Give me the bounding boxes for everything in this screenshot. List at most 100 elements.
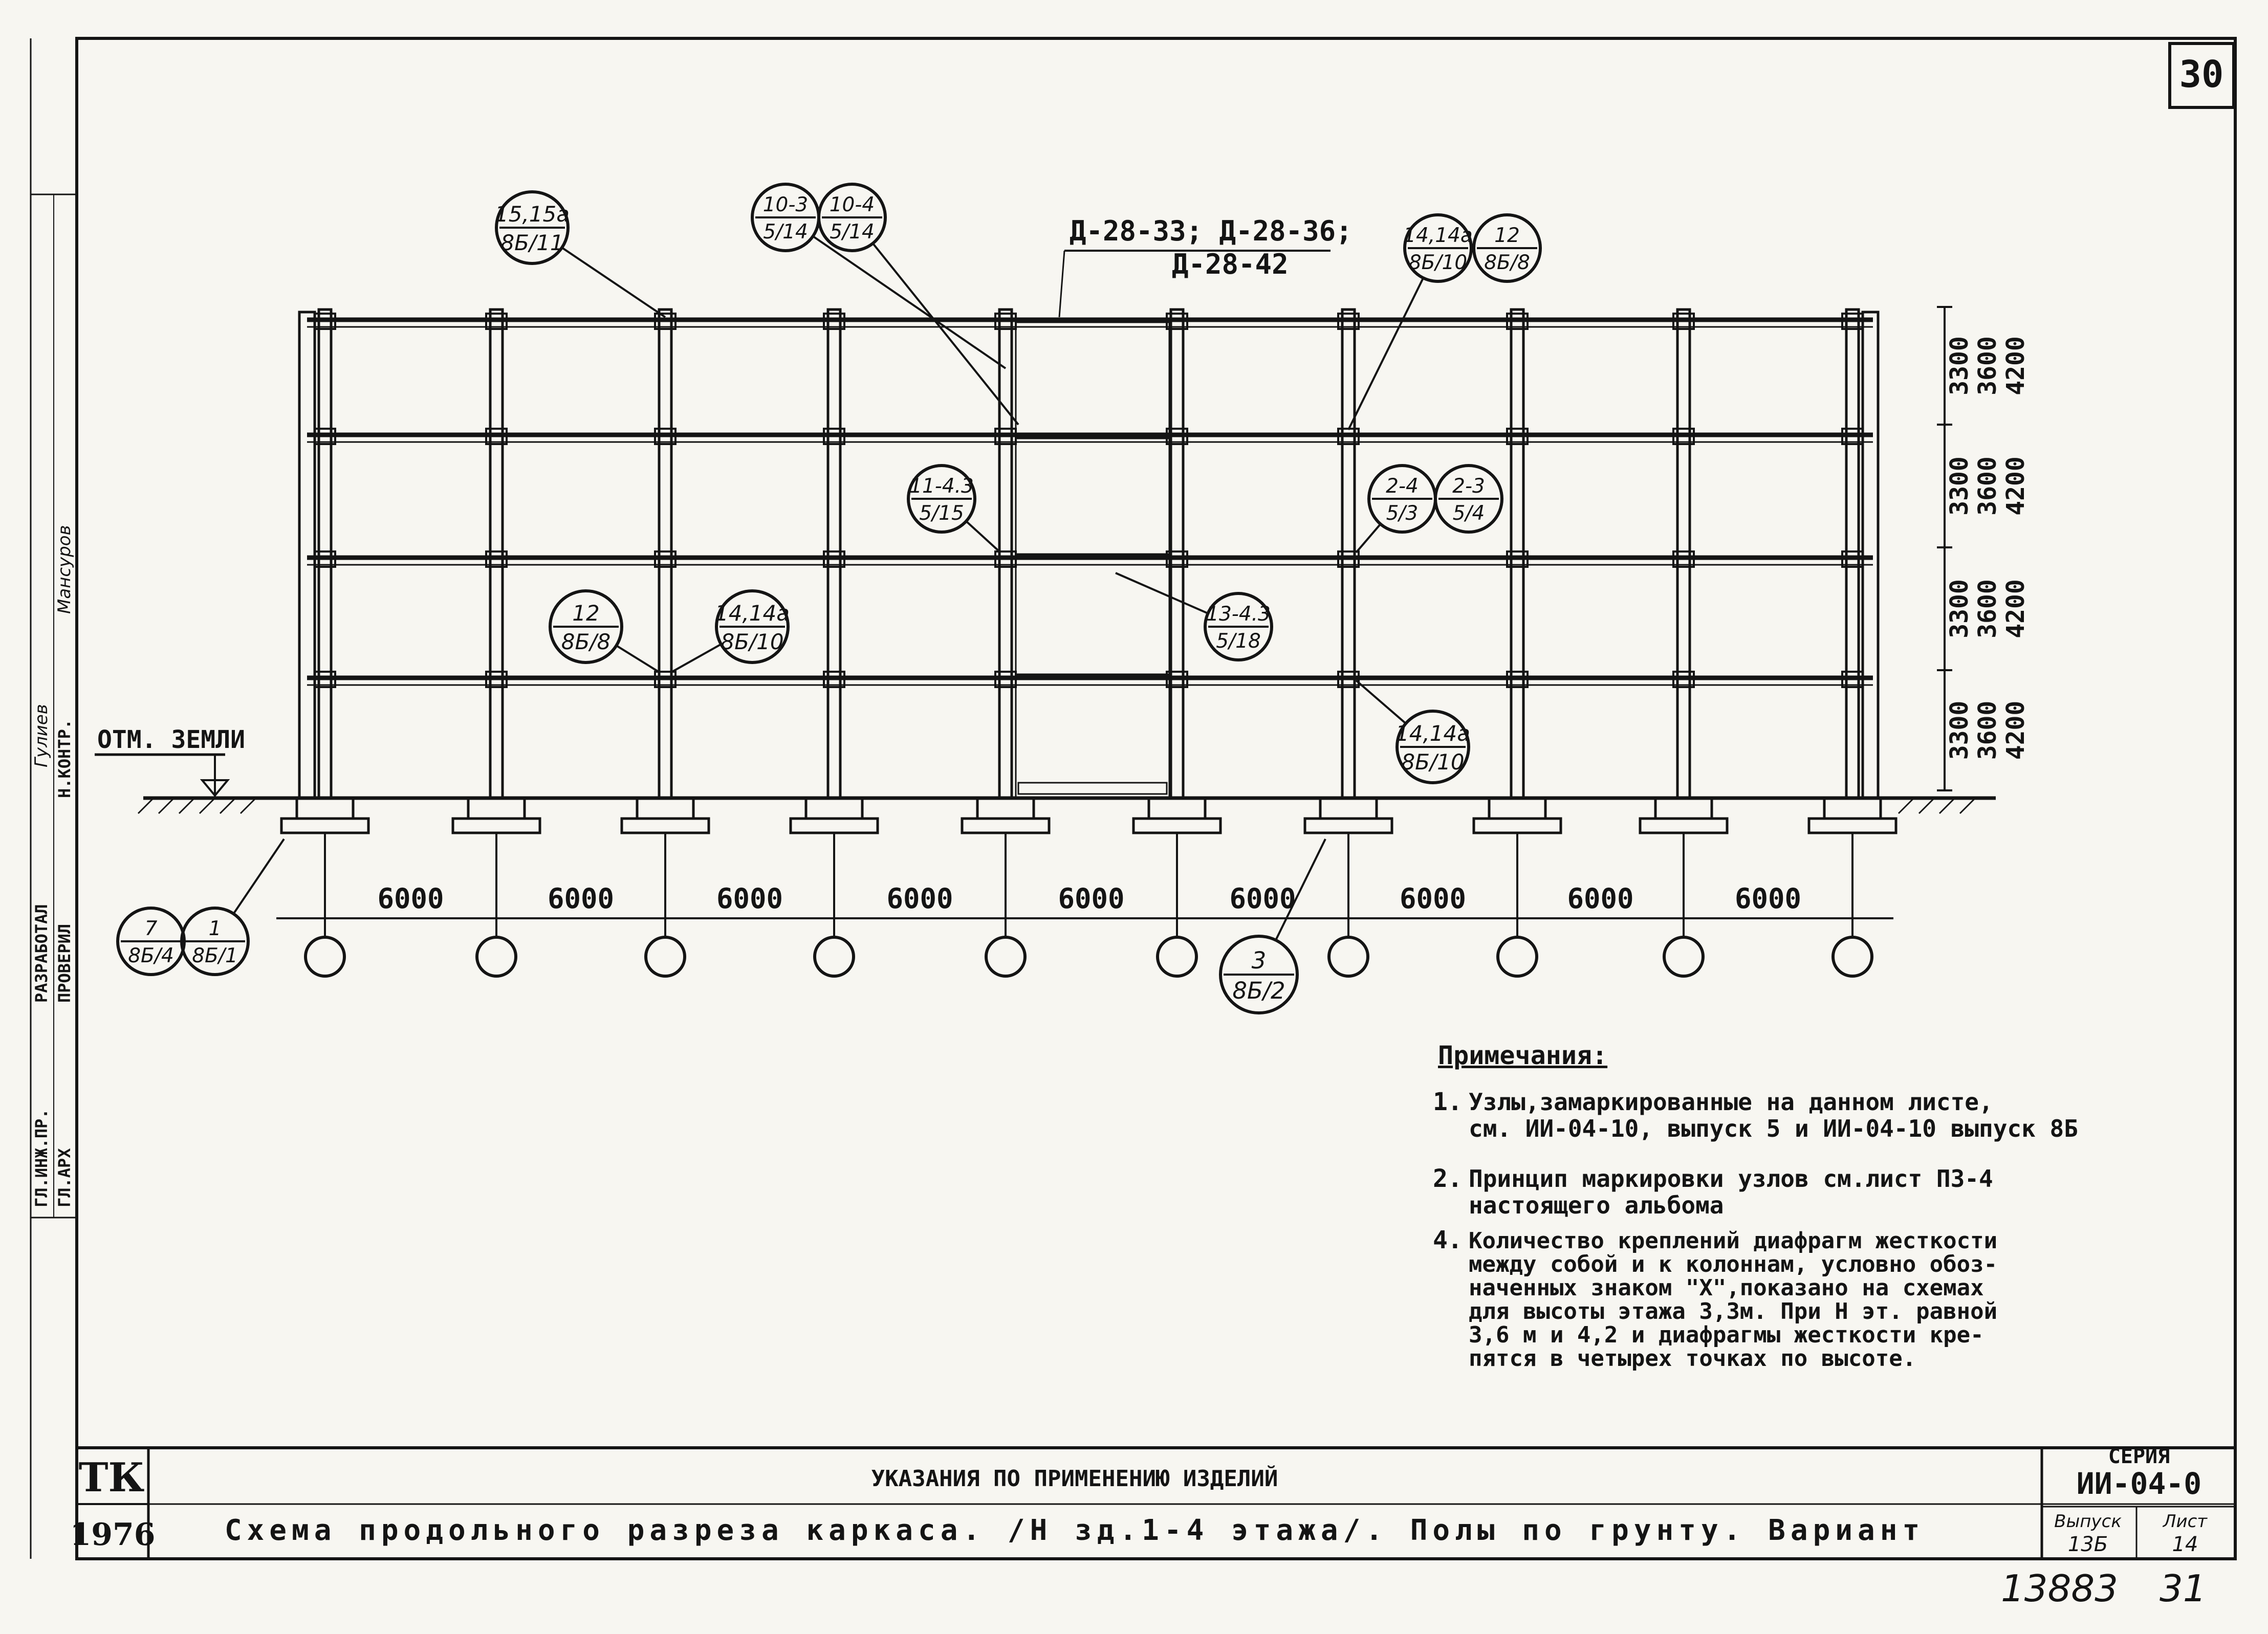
axis-bubble: [1663, 936, 1705, 978]
column-joint: [314, 671, 336, 688]
callout-sheet-ref: 5/18: [1216, 630, 1261, 653]
column-joint: [1506, 313, 1529, 330]
foundation-slab: [451, 817, 541, 834]
bay-width-label: 6000: [1735, 882, 1801, 915]
node-callout: 11-4.35/15: [907, 464, 1001, 554]
column-joint: [1337, 313, 1360, 330]
callout-sheet-ref: 8Б/8: [1484, 251, 1530, 274]
stair-callout: Д-28-33; Д-28-36; Д-28-42: [1058, 215, 1353, 318]
end-wall-right: [1861, 311, 1880, 800]
column-joint: [1672, 313, 1695, 330]
stamp-role-5: Н.КОНТР.: [55, 719, 74, 798]
axis-bubble: [1327, 936, 1369, 978]
column-joint: [314, 313, 336, 330]
storey-height-label: 4200: [2001, 336, 2030, 395]
callout-leader: [872, 242, 1019, 426]
storey-height-label: 4200: [2001, 579, 2030, 638]
callout-node-mark: 10-4: [830, 193, 875, 216]
column-joint: [314, 550, 336, 568]
stair-label-1: Д-28-33; Д-28-36;: [1070, 215, 1353, 247]
note-1-line-2: см. ИИ-04-10, выпуск 5 и ИИ-04-10 выпуск…: [1469, 1115, 2078, 1142]
callout-leader: [561, 247, 666, 318]
storey-height-label: 3300: [1945, 579, 1974, 638]
callout-circle: [1204, 592, 1273, 661]
stamp-role-4: ПРОВЕРИЛ: [55, 924, 74, 1003]
bay-width-label: 6000: [377, 882, 444, 915]
column-joint: [1506, 671, 1529, 688]
callout-node-mark: 2-4: [1386, 475, 1419, 498]
node-callout: 2-35/4: [1434, 464, 1503, 534]
column-joint: [1672, 671, 1695, 688]
callout-node-mark: 13-4.3: [1206, 603, 1271, 626]
note-3-line-2: между собой и к колоннам, условно обоз-: [1469, 1251, 1997, 1277]
callout-node-mark: 14,14а: [1395, 721, 1470, 746]
stair-footing: [1017, 782, 1168, 795]
column-joint: [1672, 550, 1695, 568]
sheet-number-box: [2168, 42, 2235, 109]
column: [1169, 308, 1185, 800]
stamp-role-1: ГЛ.ИНЖ.ПР.: [32, 1109, 51, 1207]
column-joint: [1506, 428, 1529, 445]
bay-width-label: 6000: [1058, 882, 1124, 915]
sheet-title: Схема продольного разреза каркаса. /Н зд…: [225, 1514, 1925, 1547]
foundation-slab: [620, 817, 710, 834]
node-callout: 3 8Б/2: [1219, 838, 1326, 1014]
callout-circle: [1434, 464, 1503, 534]
callout-sheet-ref: 8Б/1: [192, 944, 238, 967]
axis-bubble: [304, 936, 346, 978]
column-joint: [314, 428, 336, 445]
column: [826, 308, 842, 800]
ground-label: ОТМ. ЗЕМЛИ: [97, 725, 245, 754]
foundation-glass: [804, 797, 864, 820]
foundation-glass: [1654, 797, 1713, 820]
foundation-glass: [636, 797, 695, 820]
section-title: УКАЗАНИЯ ПО ПРИМЕНЕНИЮ ИЗДЕЛИЙ: [871, 1465, 1278, 1492]
column-joint: [1166, 550, 1188, 568]
foundation-slab: [1807, 817, 1898, 834]
ground-elevation-mark: ОТМ. ЗЕМЛИ: [95, 725, 245, 798]
stair-block: [1015, 321, 1170, 799]
column-joint: [654, 313, 677, 330]
callout-node-mark: 3: [1252, 947, 1267, 974]
callout-sheet-ref: 5/4: [1453, 502, 1485, 525]
callout-sheet-ref: 8Б/2: [1232, 977, 1285, 1004]
series-label: СЕРИЯ: [2108, 1445, 2170, 1468]
note-2-line-1: Принцип маркировки узлов см.лист ПЗ-4: [1469, 1165, 1993, 1193]
column-joint: [1166, 671, 1188, 688]
callout-node-mark: 14,14а: [715, 601, 790, 626]
bay-width-label: 6000: [886, 882, 953, 915]
column: [658, 308, 673, 800]
callout-leader: [1347, 277, 1425, 430]
node-callout: 78Б/4: [116, 907, 186, 976]
callout-circle: [180, 907, 250, 976]
foundation-slab: [1132, 817, 1222, 834]
storey-height-label: 3600: [1973, 701, 2002, 760]
callout-node-mark: 11-4.3: [909, 475, 974, 498]
callout-sheet-ref: 8Б/8: [561, 629, 610, 654]
foundation-glass: [1823, 797, 1882, 820]
building-frame: [280, 308, 1898, 834]
column-joint: [1672, 428, 1695, 445]
note-3-line-6: пятся в четырех точках по высоте.: [1469, 1345, 1916, 1372]
ground-line: [137, 796, 1996, 814]
callout-leader: [1355, 679, 1407, 724]
callout-leader: [616, 645, 661, 674]
column-joint: [1841, 428, 1864, 445]
axis-bubble: [644, 936, 686, 978]
foundation-glass: [295, 797, 355, 820]
end-wall-left: [298, 311, 316, 800]
callout-circle: [495, 190, 570, 265]
axis-bubble: [1156, 936, 1198, 978]
callout-circle: [817, 183, 887, 252]
org-code: ТК: [79, 1454, 145, 1501]
callout-node-mark: 7: [145, 917, 158, 940]
callout-sheet-ref: 5/14: [830, 220, 875, 244]
callout-leader: [965, 520, 1001, 554]
column-joint: [1506, 550, 1529, 568]
column-joint: [485, 671, 508, 688]
